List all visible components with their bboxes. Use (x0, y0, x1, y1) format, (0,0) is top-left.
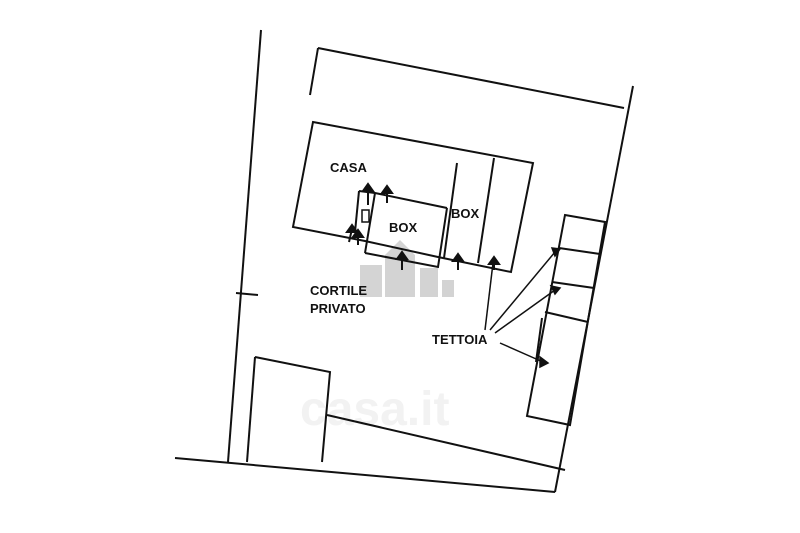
label-box-1: BOX (389, 220, 418, 235)
stairs-icon (361, 209, 370, 223)
label-privato: PRIVATO (310, 301, 366, 316)
label-cortile: CORTILE (310, 283, 367, 298)
watermark-logo (360, 240, 454, 297)
building-casa (291, 120, 535, 274)
tettoia-structure (525, 213, 607, 427)
label-casa: CASA (330, 160, 367, 175)
watermark-text: casa.it (300, 383, 449, 436)
label-tettoia: TETTOIA (432, 332, 488, 347)
entrance-arrows (345, 182, 501, 270)
label-box-2: BOX (451, 206, 480, 221)
tettoia-leaders (484, 247, 562, 369)
